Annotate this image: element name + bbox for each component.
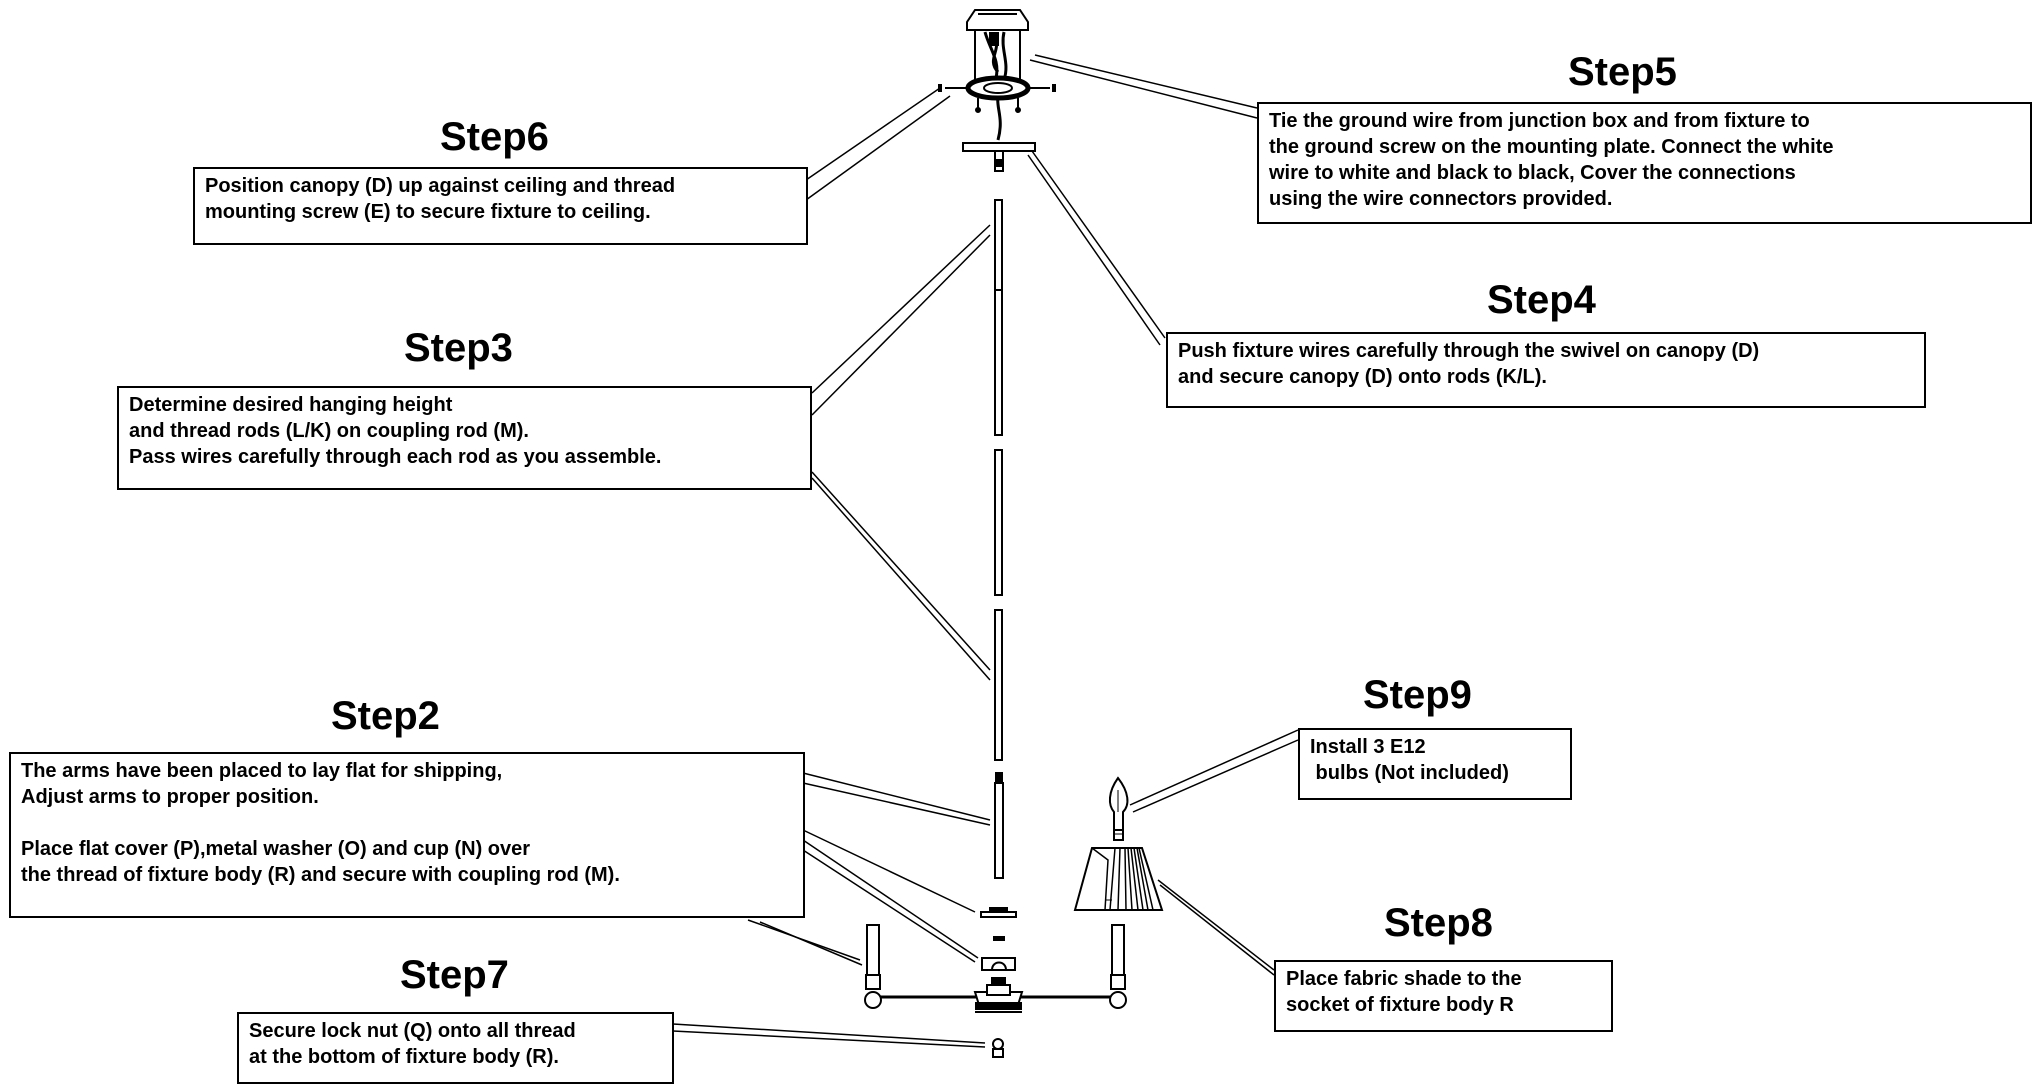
step2-line-4: Place flat cover (P),metal washer (O) an…	[21, 838, 531, 860]
step4-title: Step4	[1487, 278, 1596, 322]
step9-title: Step9	[1363, 673, 1472, 717]
canopy	[962, 142, 1036, 172]
step3-box: Determine desired hanging height and thr…	[117, 386, 812, 490]
step5-line-1: Tie the ground wire from junction box an…	[1269, 110, 1810, 132]
step4-line-2: and secure canopy (D) onto rods (K/L).	[1178, 366, 1547, 388]
cup	[981, 957, 1016, 971]
step6-title: Step6	[440, 115, 549, 159]
rod-4	[994, 609, 1003, 761]
step6-box: Position canopy (D) up against ceiling a…	[193, 167, 808, 245]
rod-2	[994, 289, 1003, 436]
step5-line-3: wire to white and black to black, Cover …	[1269, 162, 1796, 184]
lock-nut	[992, 1038, 1004, 1058]
step5-line-2: the ground screw on the mounting plate. …	[1269, 136, 1834, 158]
step6-line-1: Position canopy (D) up against ceiling a…	[205, 175, 676, 197]
step2-box: The arms have been placed to lay flat fo…	[9, 752, 805, 918]
step3-line-1: Determine desired hanging height	[129, 394, 453, 416]
step8-title: Step8	[1384, 901, 1493, 945]
step7-box: Secure lock nut (Q) onto all thread at t…	[237, 1012, 674, 1084]
fixture-body	[864, 924, 1127, 1013]
step2-line-1: The arms have been placed to lay flat fo…	[21, 760, 503, 782]
step4-line-1: Push fixture wires carefully through the…	[1178, 340, 1760, 362]
step5-line-4: using the wire connectors provided.	[1269, 188, 1613, 210]
step5-title: Step5	[1568, 50, 1677, 94]
metal-washer	[993, 936, 1005, 941]
coupling-rod	[994, 772, 1004, 879]
junction-box	[966, 9, 1029, 81]
step9-box: Install 3 E12 bulbs (Not included)	[1298, 728, 1572, 800]
step7-line-1: Secure lock nut (Q) onto all thread	[249, 1020, 576, 1042]
step2-line-3	[21, 810, 793, 836]
step8-box: Place fabric shade to the socket of fixt…	[1274, 960, 1613, 1032]
step7-title: Step7	[400, 953, 509, 997]
mounting-plate	[938, 75, 1056, 141]
step8-line-2: socket of fixture body R	[1286, 994, 1514, 1016]
step2-line-5: the thread of fixture body (R) and secur…	[21, 864, 620, 886]
step4-box: Push fixture wires carefully through the…	[1166, 332, 1926, 408]
step2-title: Step2	[331, 694, 440, 738]
step3-title: Step3	[404, 326, 513, 370]
leader-lines	[672, 54, 1299, 1048]
step9-line-2: bulbs (Not included)	[1310, 762, 1509, 784]
rod-3	[994, 449, 1003, 596]
step8-line-1: Place fabric shade to the	[1286, 968, 1522, 990]
step7-line-2: at the bottom of fixture body (R).	[249, 1046, 559, 1068]
step6-line-2: mounting screw (E) to secure fixture to …	[205, 201, 651, 223]
step3-line-2: and thread rods (L/K) on coupling rod (M…	[129, 420, 529, 442]
bulb-icon	[1108, 776, 1129, 841]
flat-cover	[980, 907, 1017, 918]
step9-line-1: Install 3 E12	[1310, 736, 1426, 758]
step5-box: Tie the ground wire from junction box an…	[1257, 102, 2032, 224]
fabric-shade	[1073, 847, 1164, 911]
step3-line-3: Pass wires carefully through each rod as…	[129, 446, 662, 468]
step2-line-2: Adjust arms to proper position.	[21, 786, 319, 808]
